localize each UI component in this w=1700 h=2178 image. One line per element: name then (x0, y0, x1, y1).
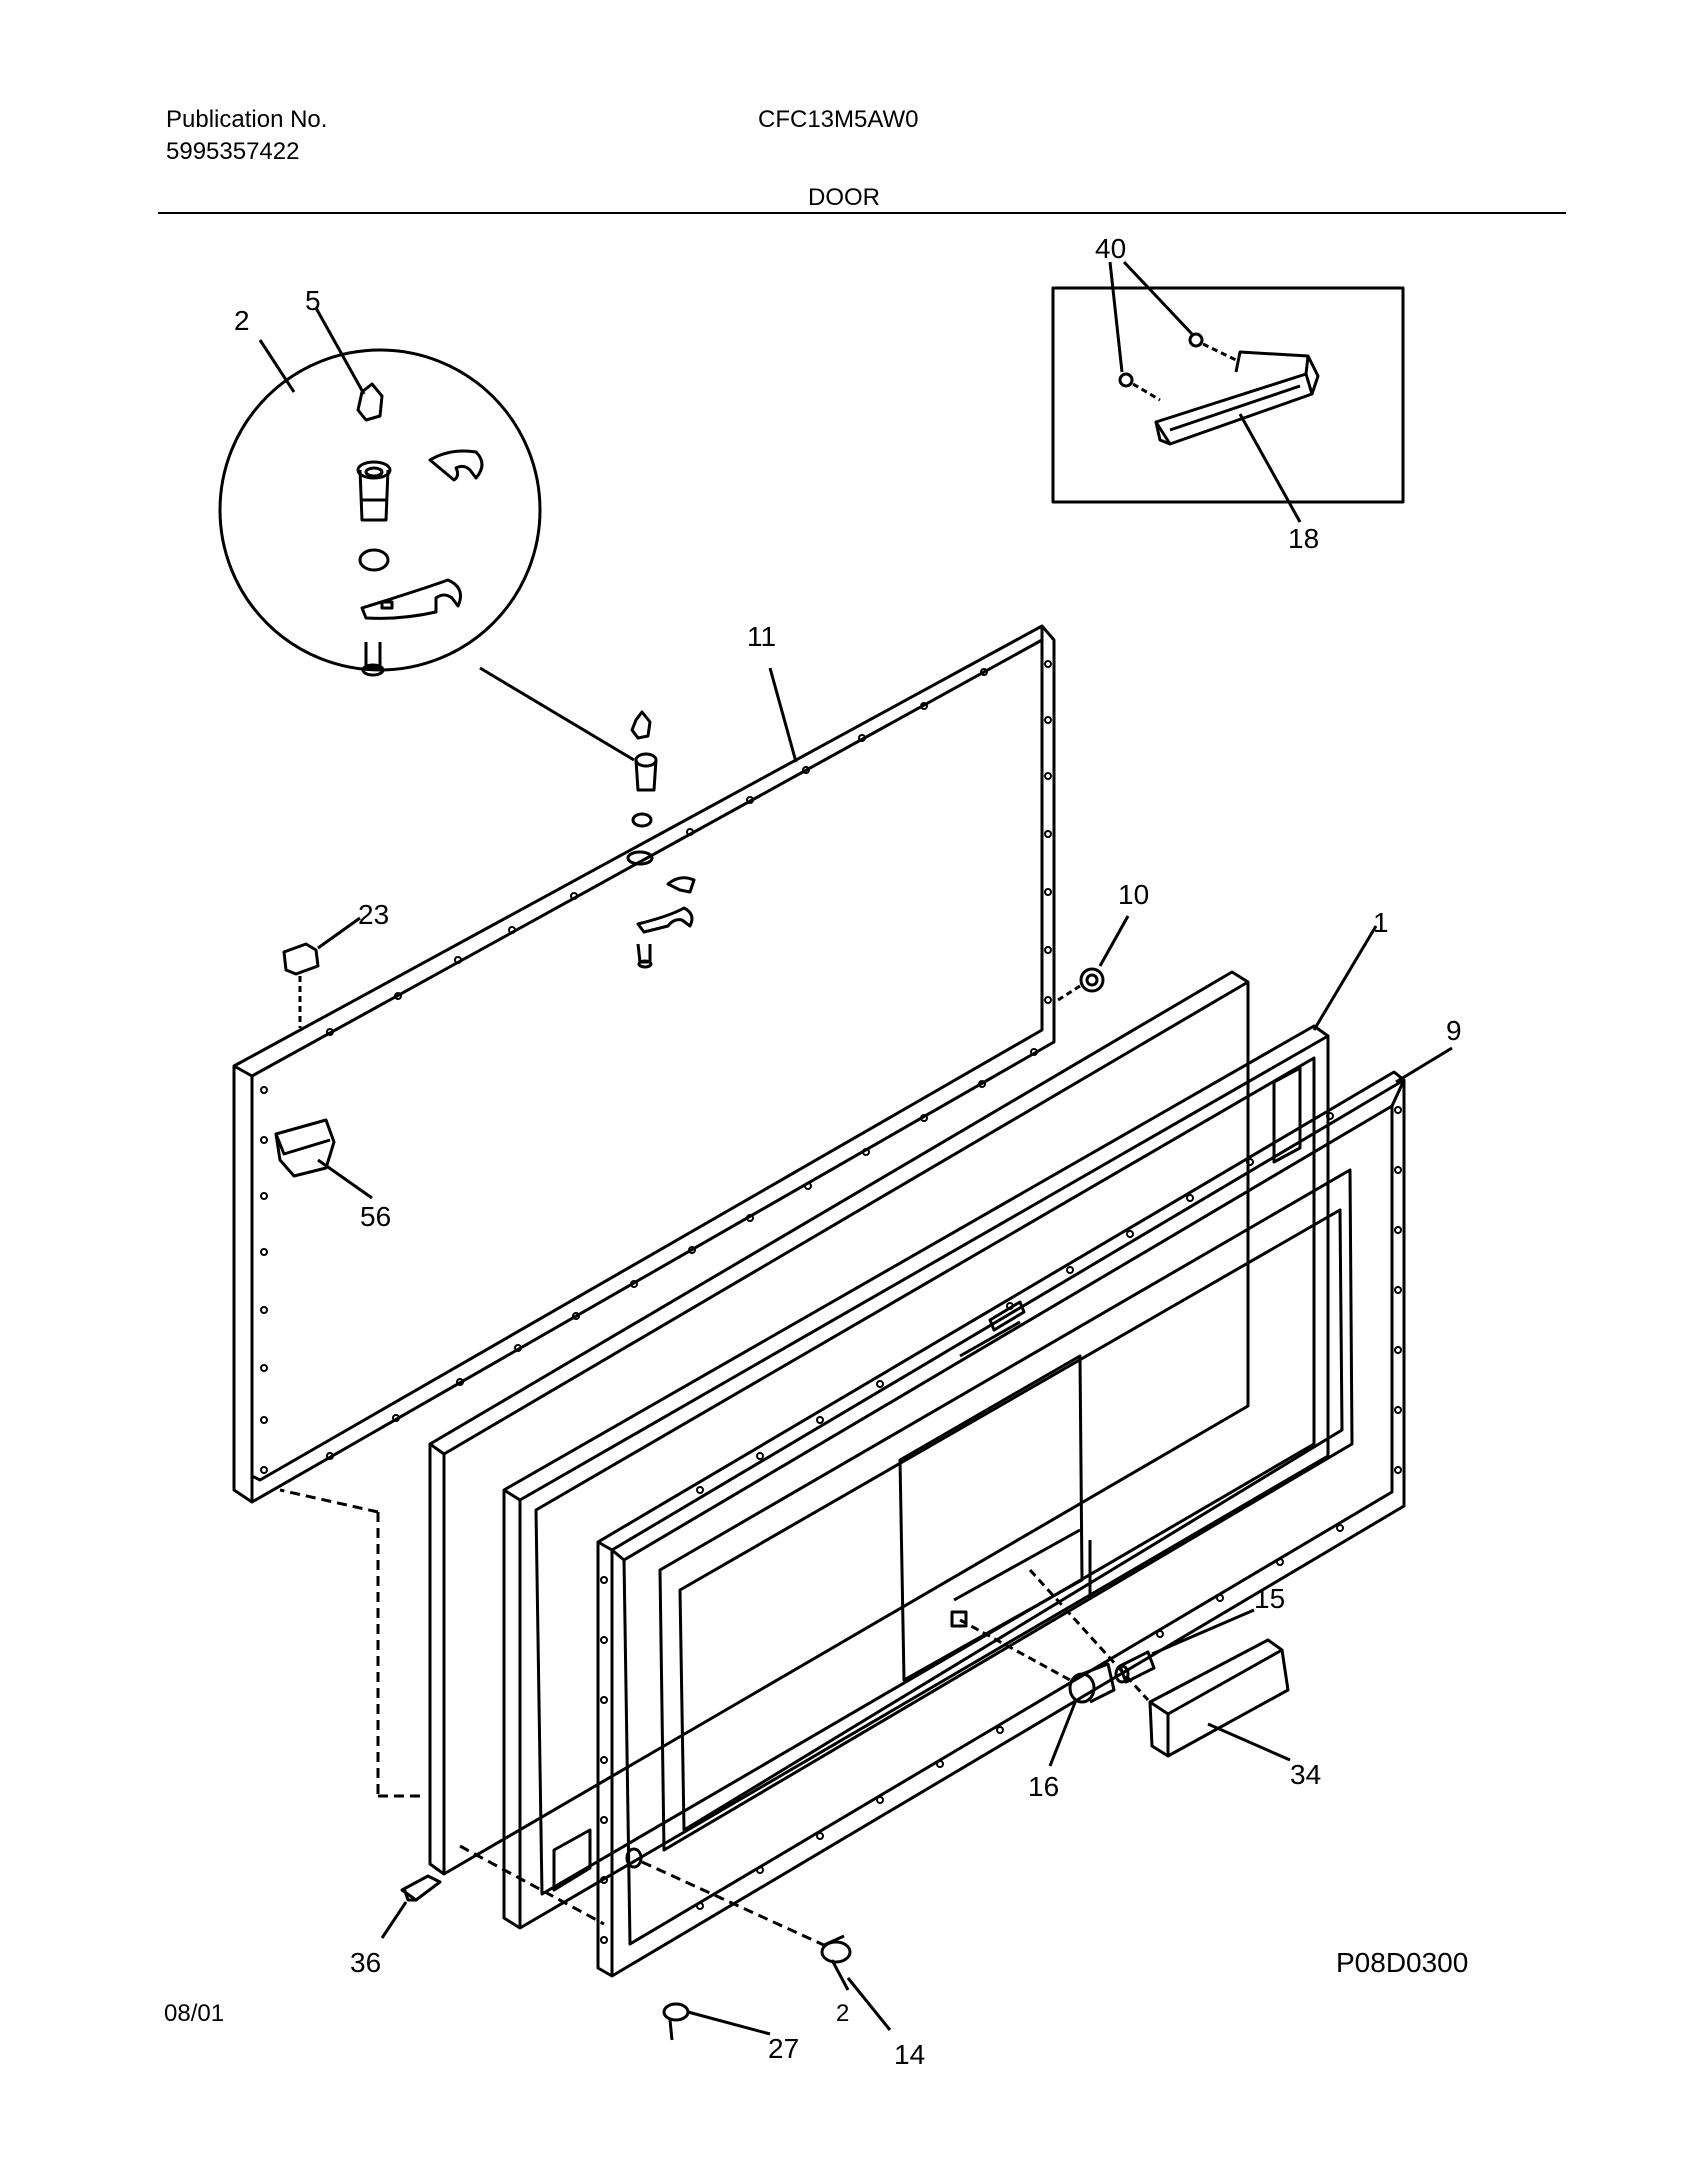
door-liner-frame (502, 1024, 1330, 1930)
leader-18 (1238, 413, 1302, 523)
callout-10: 10 (1118, 879, 1149, 910)
handle-assembly (1118, 332, 1320, 446)
callout-5: 5 (305, 285, 321, 316)
callout-34: 34 (1290, 1759, 1321, 1790)
leader-9 (1395, 1046, 1453, 1084)
part-14-hinge-pin (820, 1934, 852, 1991)
hinge-hole (625, 1847, 643, 1869)
dashed-guide-14 (641, 1860, 827, 1948)
part-27-screw (662, 2002, 690, 2041)
leader-14 (846, 1977, 892, 2031)
leader-11 (768, 667, 798, 763)
callout-56: 56 (360, 1201, 391, 1232)
handle-inset-box (1051, 286, 1405, 504)
part-34-control-panel (1028, 1568, 1290, 1758)
diagram-code: P08D0300 (1336, 1947, 1468, 1978)
callout-1: 1 (1373, 907, 1389, 938)
leader-27 (687, 2010, 771, 2036)
lock-detail-parts (356, 382, 484, 677)
frame-lock-hardware (626, 710, 696, 969)
insulation-panel (428, 970, 1250, 1876)
gasket-frame (232, 624, 1056, 1504)
inner-liner-panel (596, 1070, 1406, 1978)
part-15-sensor (1114, 1650, 1156, 1684)
part-10-bumper (1057, 967, 1105, 1002)
callout-14: 14 (894, 2039, 925, 2070)
part-16-knob (959, 1618, 1116, 1704)
leader-34 (1207, 1722, 1291, 1762)
part-56-bin (274, 1118, 336, 1178)
callout-16: 16 (1028, 1771, 1059, 1802)
lock-detail-leader (479, 666, 635, 762)
page-number: 2 (836, 2000, 850, 2027)
callout-9: 9 (1446, 1015, 1462, 1046)
publication-number: 5995357422 (166, 138, 300, 165)
leader-2 (258, 339, 296, 393)
lock-detail-circle (218, 348, 542, 672)
leader-40a (1108, 261, 1124, 373)
callout-2: 2 (234, 305, 250, 336)
frame-holes (260, 660, 1402, 1944)
callout-36: 36 (350, 1947, 381, 1978)
header-rule (158, 212, 1566, 214)
part-36-clip (400, 1874, 442, 1902)
section-title: DOOR (808, 184, 880, 211)
leader-40b (1122, 260, 1194, 336)
leader-1 (1312, 925, 1378, 1031)
leader-23 (317, 916, 361, 950)
publication-label: Publication No. (166, 106, 328, 133)
part-23-clip (282, 942, 320, 1028)
footer-date: 08/01 (164, 2000, 225, 2027)
model-number: CFC13M5AW0 (758, 106, 919, 133)
dashed-guide-36 (459, 1844, 605, 1926)
leader-36 (380, 1901, 408, 1939)
callout-18: 18 (1288, 523, 1319, 554)
callout-27: 27 (768, 2033, 799, 2064)
callout-23: 23 (358, 899, 389, 930)
callout-40: 40 (1095, 233, 1126, 264)
callout-11: 11 (747, 621, 776, 652)
leader-56 (317, 1158, 373, 1200)
dashed-guide-top (279, 1488, 379, 1514)
leader-15 (1151, 1608, 1255, 1656)
leader-16 (1048, 1699, 1078, 1767)
leader-5 (314, 307, 366, 395)
callout-15: 15 (1254, 1583, 1285, 1614)
leader-10 (1098, 915, 1130, 967)
